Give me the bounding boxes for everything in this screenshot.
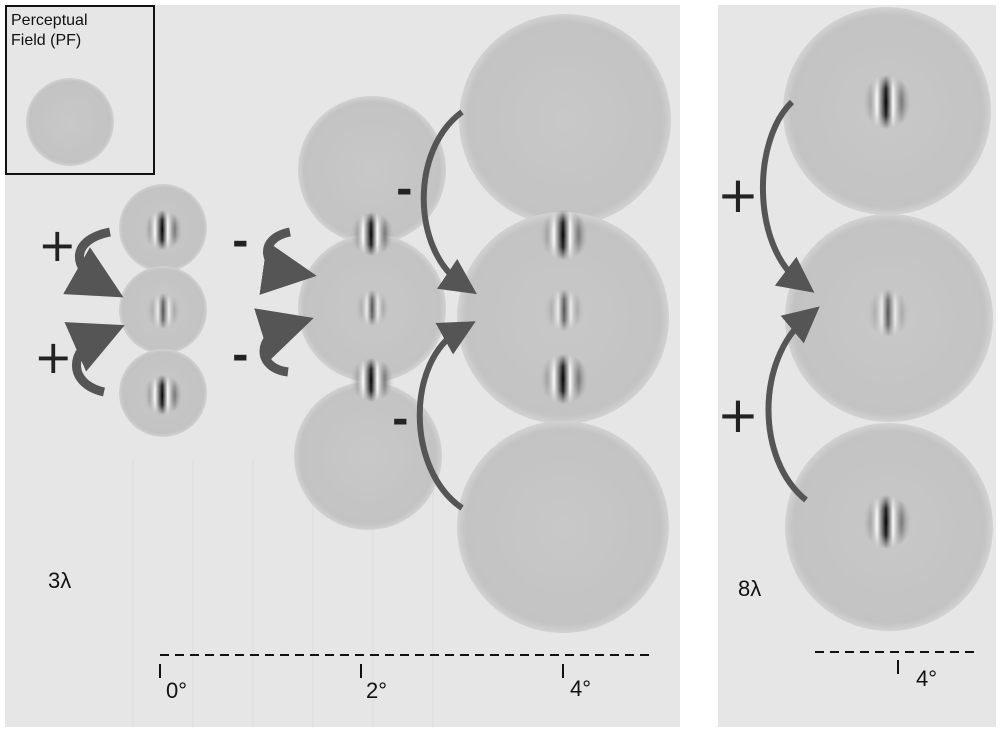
pf-column-right (783, 7, 993, 631)
gabor-stimulus (543, 289, 585, 331)
wavelength-label: 8λ (738, 576, 762, 601)
arrow-icon (259, 227, 317, 295)
arrow-icon (63, 227, 124, 298)
tick-label: 4° (916, 666, 938, 691)
sign-plus: + (34, 330, 73, 384)
gabor-stimulus (143, 210, 183, 250)
sign-minus: - (396, 167, 413, 213)
sign-plus: + (717, 166, 759, 224)
gabor-stimulus (145, 293, 181, 329)
arrow-icon (420, 109, 477, 295)
sign-plus: + (717, 386, 759, 444)
sign-plus: + (38, 218, 77, 272)
pf-circle (459, 14, 671, 226)
legend-pf-circle (26, 78, 114, 166)
tick-label: 0° (166, 678, 188, 703)
gabor-stimulus (866, 289, 910, 337)
arrow-icon (254, 308, 314, 377)
legend-title: Perceptual Field (PF) (11, 12, 88, 49)
gabor-stimulus (354, 290, 390, 326)
arrow-icon (765, 306, 820, 503)
sign-minus: - (232, 333, 249, 379)
arrow-icon (64, 322, 125, 397)
interaction-arrows (63, 99, 820, 511)
pf-column-2deg (294, 96, 446, 530)
gabor-stimulus (539, 354, 589, 404)
axis-ticks (159, 660, 899, 678)
pf-circle (457, 421, 669, 633)
sign-minus: - (232, 219, 249, 265)
gabor-stimulus (539, 210, 589, 260)
tick-label: 2° (366, 678, 388, 703)
pf-circle (294, 382, 442, 530)
sign-minus: - (392, 397, 409, 443)
pf-circle (298, 96, 446, 244)
gabor-stimulus (862, 75, 912, 129)
gabor-stimulus (143, 375, 183, 415)
legend-box: Perceptual Field (PF) (5, 5, 155, 175)
gabor-stimulus (862, 495, 912, 549)
arrow-icon (416, 321, 476, 511)
tick-label: 4° (570, 676, 592, 701)
arrow-icon (759, 99, 815, 293)
gabor-stimulus (350, 212, 394, 256)
gabor-stimulus (350, 358, 394, 402)
pf-column-4deg (457, 14, 671, 633)
wavelength-label: 3λ (48, 568, 72, 593)
pf-column-0deg (119, 184, 207, 437)
